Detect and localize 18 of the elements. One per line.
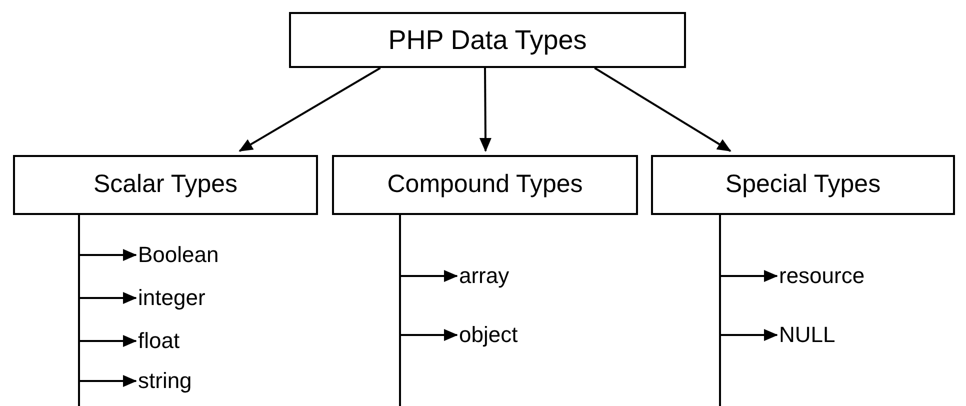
arrow bbox=[719, 215, 778, 341]
type-label: resource bbox=[779, 261, 865, 291]
arrow bbox=[594, 67, 732, 152]
arrow bbox=[78, 215, 137, 387]
category-box: Compound Types bbox=[332, 155, 638, 215]
type-label: array bbox=[459, 261, 510, 291]
arrow bbox=[479, 68, 492, 152]
type-label: Boolean bbox=[138, 240, 219, 270]
arrow bbox=[399, 215, 458, 341]
category-box: Scalar Types bbox=[13, 155, 318, 215]
type-label: string bbox=[138, 366, 192, 396]
type-label: float bbox=[138, 326, 180, 356]
type-label: object bbox=[459, 320, 518, 350]
category-box: PHP Data Types bbox=[289, 12, 686, 68]
category-box: Special Types bbox=[651, 155, 955, 215]
type-label: integer bbox=[138, 283, 206, 313]
type-label: NULL bbox=[779, 320, 836, 350]
arrow bbox=[238, 67, 381, 152]
